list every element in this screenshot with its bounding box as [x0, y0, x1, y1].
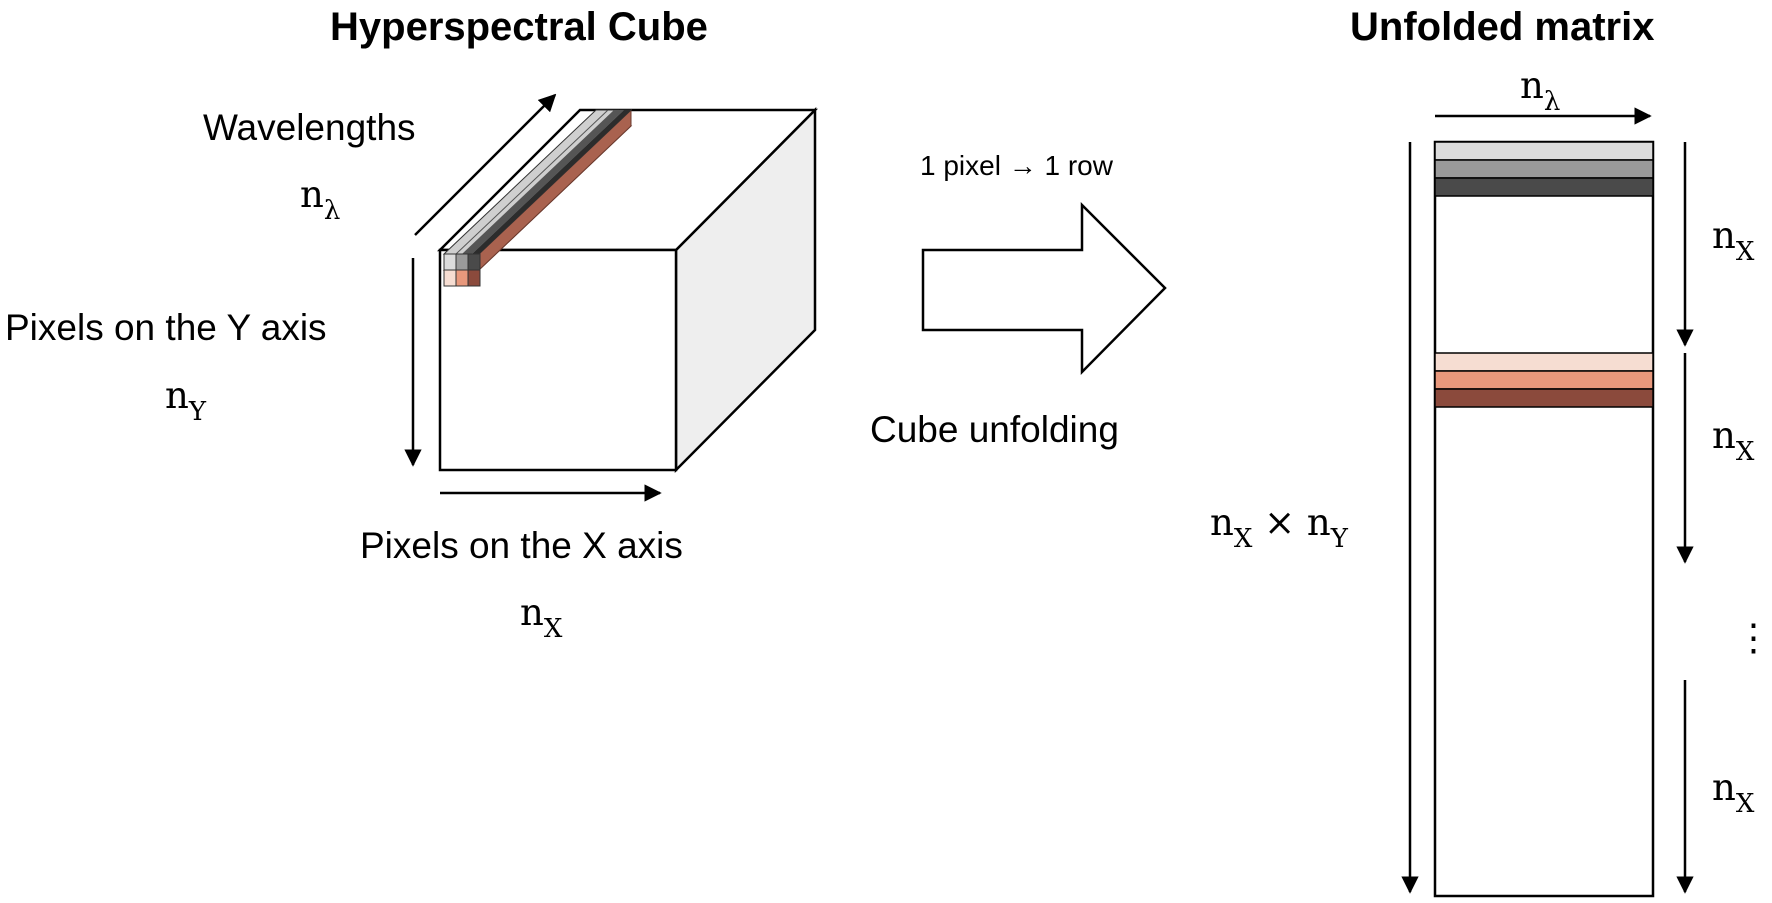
block-n-x-label-1: nX: [1712, 214, 1755, 267]
matrix-n-lambda-label: nλ: [1520, 64, 1560, 117]
cube-unfolding-caption: Cube unfolding: [870, 409, 1119, 450]
pixel-spectra: [442, 108, 633, 287]
matrix-row-gray-3: [1434, 177, 1654, 197]
matrix-title: Unfolded matrix: [1350, 5, 1654, 49]
matrix-body: [1433, 140, 1655, 898]
matrix-row-gray-2: [1434, 159, 1654, 179]
matrix-row-red-1: [1434, 352, 1654, 372]
unfolding-arrow: [921, 201, 1167, 376]
cube-front-face: [438, 248, 678, 472]
x-axis-label: Pixels on the X axis: [360, 525, 683, 566]
nx-times-ny-label: nX × nY: [1210, 501, 1349, 554]
pixel-to-row-caption: 1 pixel → 1 row: [920, 150, 1114, 181]
n-y-label: nY: [165, 374, 207, 427]
hyperspectral-cube: [436, 106, 819, 474]
matrix-row-gray-1: [1434, 141, 1654, 161]
vertical-ellipsis: ⋮: [1735, 616, 1772, 659]
matrix-row-red-3: [1434, 388, 1654, 408]
wavelength-label: Wavelengths: [203, 107, 416, 148]
y-axis-label: Pixels on the Y axis: [5, 307, 327, 348]
n-lambda-label: nλ: [300, 173, 340, 226]
wavelength-arrow: [414, 93, 557, 236]
block-n-x-label-3: nX: [1712, 766, 1755, 819]
n-x-label: nX: [520, 591, 563, 644]
block-n-x-label-2: nX: [1712, 414, 1755, 467]
cube-title: Hyperspectral Cube: [330, 5, 708, 49]
unfolded-matrix: [1433, 140, 1655, 898]
matrix-row-red-2: [1434, 370, 1654, 390]
